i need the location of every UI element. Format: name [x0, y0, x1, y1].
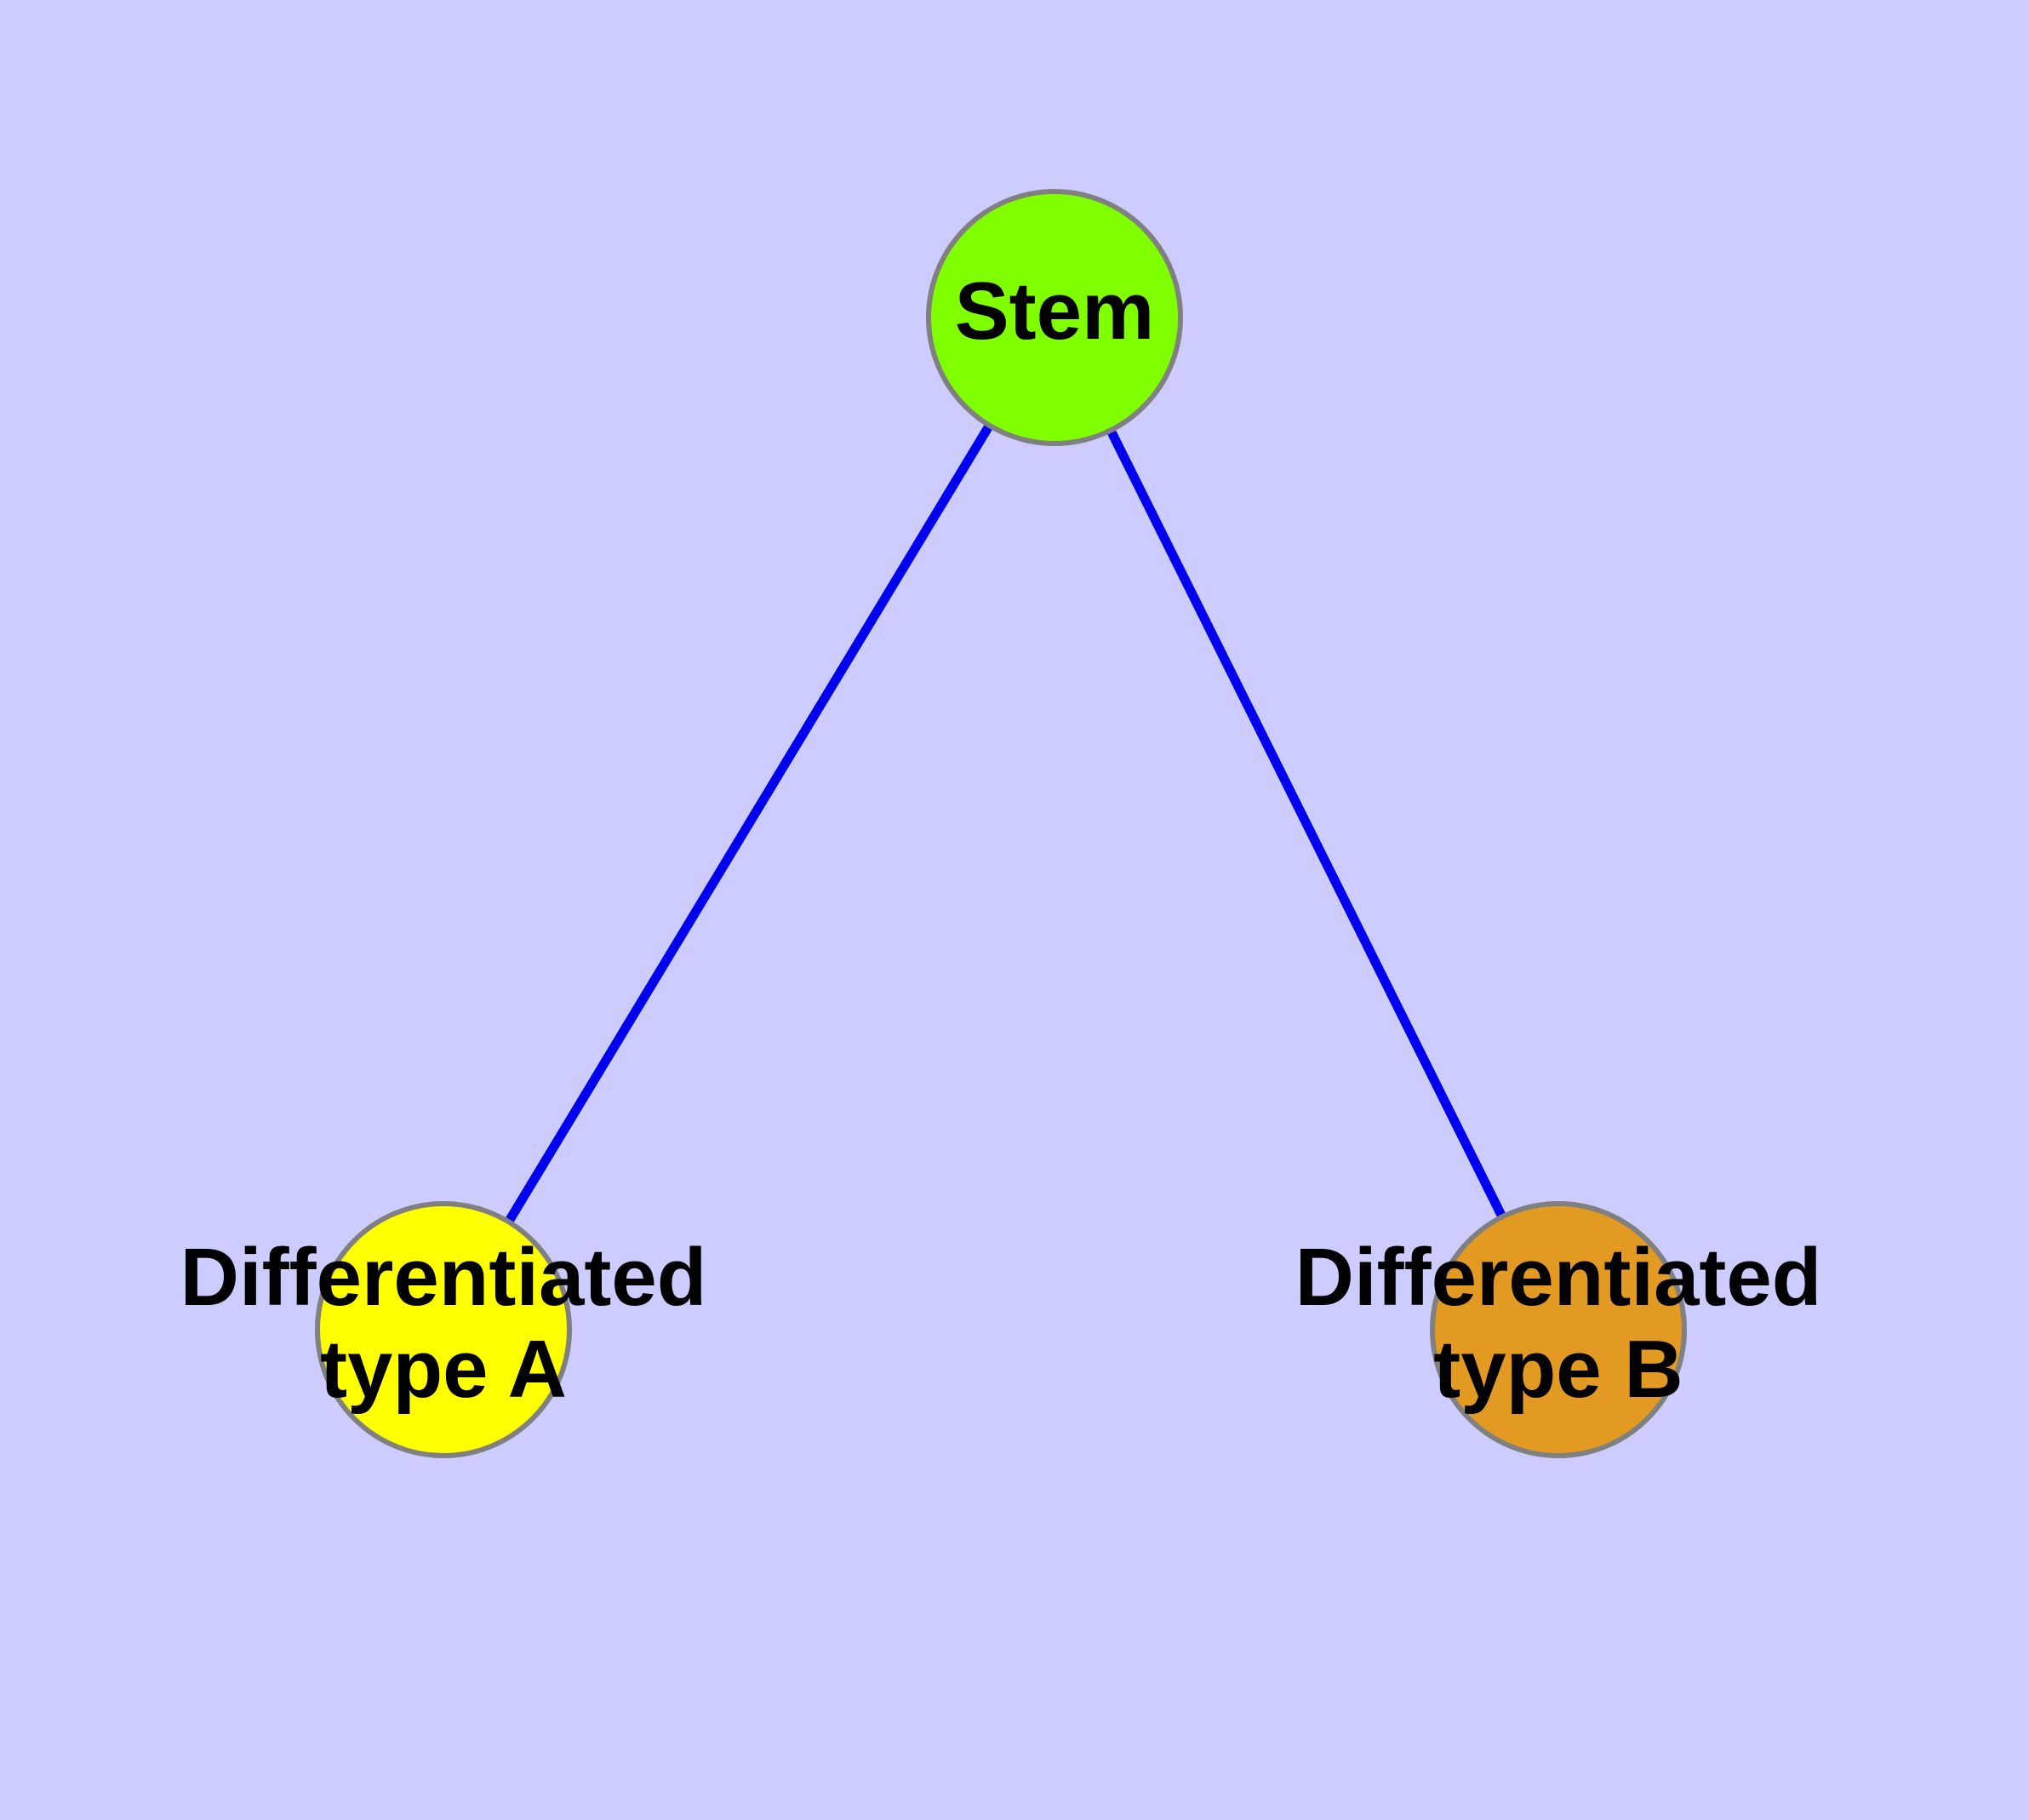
edges-layer — [506, 425, 1506, 1222]
node-circle-stem[interactable] — [926, 189, 1183, 446]
node-label-line: type A — [320, 1324, 567, 1415]
graph-node-stem[interactable]: Stem — [926, 189, 1183, 446]
node-circle-diff_a[interactable] — [315, 1201, 572, 1458]
graph-edge — [506, 425, 992, 1222]
node-label-line: type B — [1433, 1324, 1683, 1415]
graph-edge — [1107, 430, 1506, 1217]
node-label-stem: Stem — [955, 266, 1155, 357]
node-circle-diff_b[interactable] — [1430, 1201, 1687, 1458]
node-label-line: Stem — [955, 266, 1155, 357]
node-label-line: Differentiated — [180, 1233, 707, 1324]
node-label-line: Differentiated — [1295, 1233, 1822, 1324]
